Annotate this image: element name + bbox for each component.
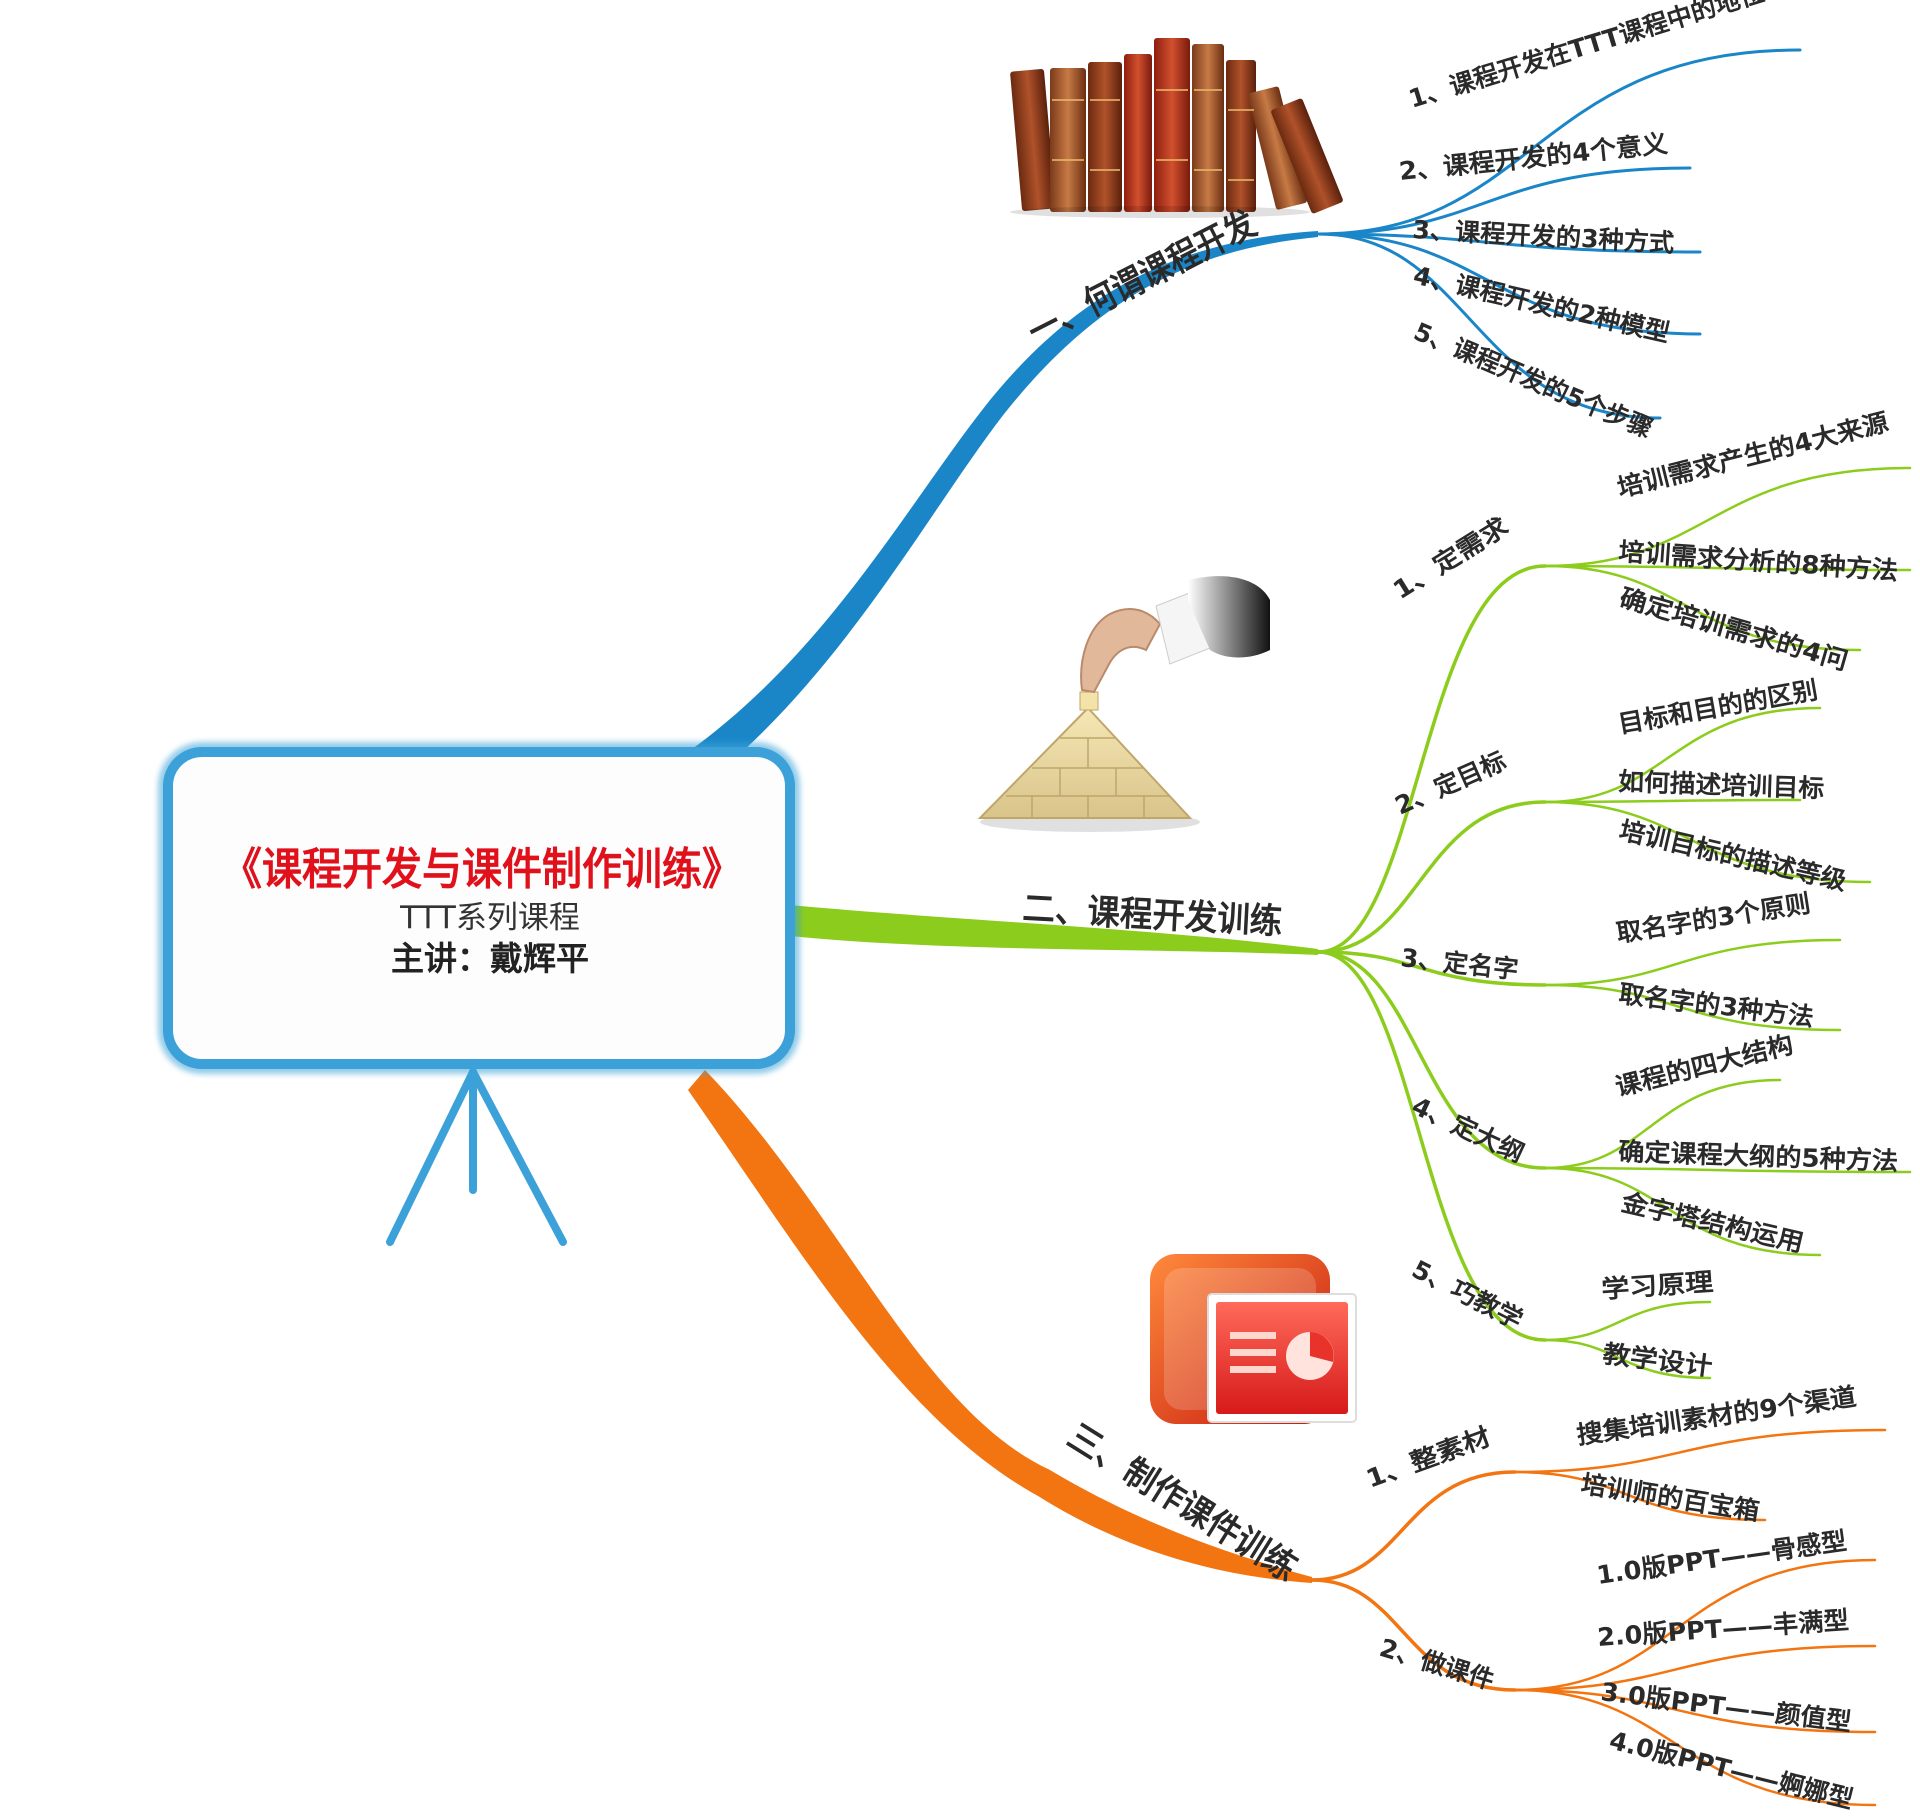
topic-label: 3、定名字: [1399, 943, 1519, 984]
pyramid-hand-icon: [977, 576, 1270, 832]
subtopic-label: 培训师的百宝箱: [1579, 1469, 1761, 1526]
connector: [1543, 1338, 1712, 1380]
connector: [1513, 1644, 1877, 1692]
subtopic-label: 课程的四大结构: [1612, 1030, 1796, 1102]
connector: [1543, 466, 1912, 568]
books-icon: [1010, 38, 1343, 218]
subtopic-label: 培训目标的描述等级: [1617, 816, 1850, 896]
subtopic-label: 取名字的3个原则: [1614, 889, 1812, 948]
center-title: 《课程开发与课件制作训练》: [222, 844, 742, 895]
connector: [1513, 1688, 1877, 1734]
connector: [1513, 1428, 1887, 1474]
topic-label: 1、整素材: [1362, 1422, 1494, 1494]
branch-1-stroke: [688, 231, 1318, 770]
subtopic-label: 3.0版PPT——颜值型: [1599, 1677, 1853, 1736]
connector: [1543, 564, 1912, 572]
connector: [1310, 1578, 1517, 1692]
connector: [1543, 1166, 1912, 1174]
topic-label: 3、课程开发的3种方式: [1412, 215, 1675, 258]
topic-label: 2、课程开发的4个意义: [1398, 129, 1670, 186]
subtopic-label: 培训需求产生的4大来源: [1614, 407, 1891, 502]
subtopic-label: 如何描述培训目标: [1618, 767, 1825, 803]
connector: [1316, 232, 1702, 254]
connector: [1543, 1078, 1782, 1170]
connector: [1543, 798, 1802, 804]
branch-label-1: 一、何谓课程开发: [1022, 204, 1263, 353]
connector: [1316, 950, 1547, 1170]
topic-label: 2、做课件: [1376, 1633, 1497, 1695]
connector: [1316, 950, 1547, 987]
connector: [1513, 1470, 1767, 1522]
subtopic-label: 1.0版PPT——骨感型: [1595, 1526, 1849, 1590]
connector: [1316, 232, 1662, 420]
connector-lines: [1310, 48, 1912, 1807]
center-subtitle: TTT系列课程: [399, 900, 580, 936]
subtopic-label: 教学设计: [1601, 1339, 1714, 1381]
subtopic-label: 取名字的3种方法: [1617, 979, 1815, 1032]
connector: [1513, 1688, 1877, 1807]
connector: [1543, 1166, 1822, 1257]
center-speaker: 主讲：戴辉平: [391, 939, 589, 978]
connector: [1543, 706, 1822, 804]
connector: [1543, 983, 1842, 1032]
subtopic-label: 4.0版PPT——婀娜型: [1607, 1726, 1857, 1815]
connector: [1543, 800, 1872, 884]
subtopic-label: 学习原理: [1600, 1267, 1714, 1304]
topic-label: 5、巧教学: [1407, 1255, 1527, 1335]
presentation-board: 《课程开发与课件制作训练》 TTT系列课程 主讲：戴辉平: [158, 742, 800, 1246]
connector: [1316, 564, 1547, 954]
connector: [1316, 166, 1692, 236]
subtopic-label: 金字塔结构运用: [1618, 1187, 1807, 1257]
connector: [1543, 564, 1862, 652]
connector: [1316, 48, 1802, 236]
connector: [1513, 1558, 1877, 1692]
connector: [1316, 232, 1702, 336]
powerpoint-icon: [1150, 1254, 1357, 1424]
connector: [1316, 800, 1547, 954]
connector: [1316, 950, 1547, 1342]
subtopic-label: 确定培训需求的4问: [1616, 583, 1851, 676]
topic-label: 2、定目标: [1391, 746, 1511, 820]
connector: [1310, 1470, 1517, 1582]
branch-2-stroke: [790, 905, 1318, 955]
connector: [1543, 938, 1842, 987]
subtopic-label: 培训需求分析的8种方法: [1618, 537, 1899, 585]
subtopic-label: 2.0版PPT——丰满型: [1596, 1605, 1849, 1652]
subtopic-label: 搜集培训素材的9个渠道: [1575, 1382, 1858, 1450]
connector: [1543, 1300, 1712, 1342]
